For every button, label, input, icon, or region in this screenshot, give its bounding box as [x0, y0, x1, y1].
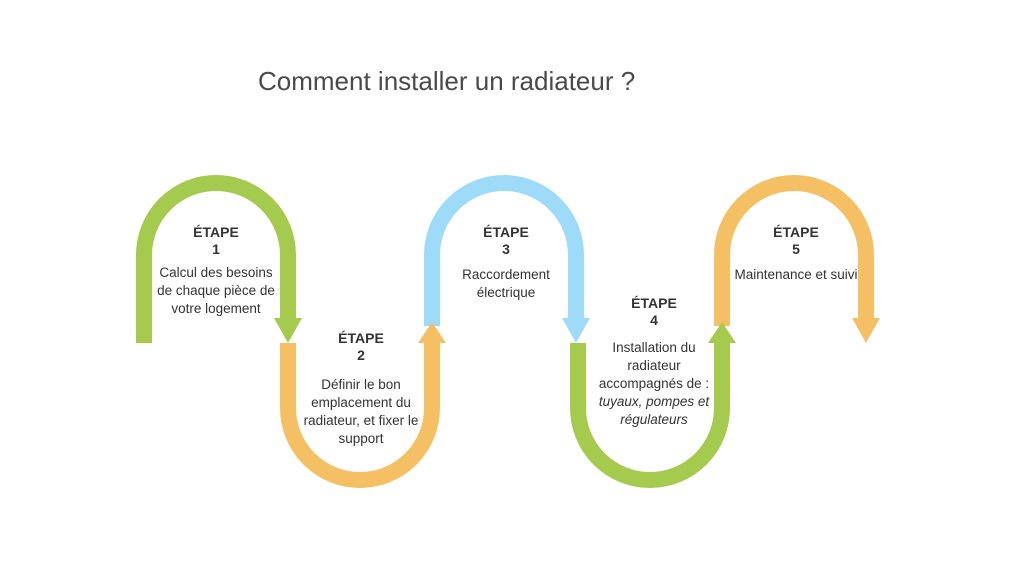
step-1-arc [136, 175, 296, 343]
step-5-label: ÉTAPE [773, 224, 819, 240]
step-4-description-italic: tuyaux, pompes et régulateurs [598, 394, 710, 427]
step-5-arrowhead [852, 318, 880, 343]
step-2-number: 2 [357, 347, 365, 363]
step-3-arc [424, 175, 584, 326]
step-5-description: Maintenance et suivi [734, 267, 858, 282]
step-1-label: ÉTAPE [193, 224, 239, 240]
step-1-number: 1 [212, 241, 220, 257]
step-5: ÉTAPE 5 Maintenance et suivi [731, 224, 861, 284]
step-3-arrowhead [562, 318, 590, 343]
step-4-number: 4 [650, 312, 658, 328]
page-title: Comment installer un radiateur ? [258, 66, 636, 96]
step-2-label: ÉTAPE [338, 330, 384, 346]
step-1-arrowhead [274, 318, 302, 343]
step-2-arc [280, 343, 440, 488]
step-5-arc [714, 175, 874, 326]
step-4: ÉTAPE 4 Installation du radiateur accomp… [584, 295, 724, 429]
step-5-number: 5 [792, 241, 800, 257]
step-3-number: 3 [502, 241, 510, 257]
step-1: ÉTAPE 1 Calcul des besoins de chaque piè… [151, 224, 281, 318]
step-4-label: ÉTAPE [631, 295, 677, 311]
step-3-label: ÉTAPE [483, 224, 529, 240]
step-2-description: Définir le bon emplacement du radiateur,… [303, 377, 419, 446]
step-4-arc [570, 343, 730, 488]
step-4-description-plain: Installation du radiateur accompagnés de… [598, 340, 710, 391]
step-3: ÉTAPE 3 Raccordement électrique [441, 224, 571, 302]
step-4-arrowhead [708, 322, 736, 343]
step-2: ÉTAPE 2 Définir le bon emplacement du ra… [296, 330, 426, 448]
step-2-arrowhead [418, 322, 446, 343]
step-1-description: Calcul des besoins de chaque pièce de vo… [157, 265, 275, 316]
step-4-description: Installation du radiateur accompagnés de… [584, 339, 724, 429]
step-3-description: Raccordement électrique [462, 267, 550, 300]
